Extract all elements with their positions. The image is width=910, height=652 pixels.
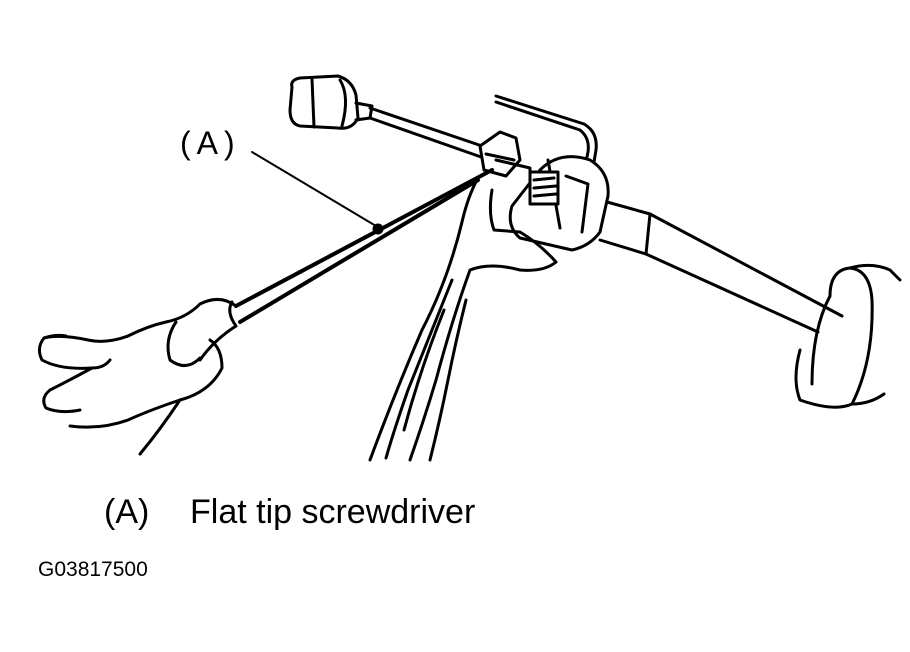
connector-plug (288, 74, 374, 130)
legend-key: (A) (104, 493, 150, 531)
disc (794, 263, 902, 409)
connector-housing (508, 155, 610, 252)
harness-bundle (368, 176, 558, 462)
screwdriver (228, 168, 494, 328)
legend: (A) Flat tip screwdriver (104, 490, 475, 534)
terminal (478, 130, 532, 192)
callout-leader-line (251, 151, 377, 227)
figure-id: G03817500 (38, 558, 148, 581)
wire (368, 106, 490, 160)
legend-description: Flat tip screwdriver (190, 493, 476, 531)
shaft (598, 198, 844, 334)
hand-holding-screwdriver (37, 298, 238, 456)
callout-label-a: (A) (180, 125, 241, 161)
bent-wire (494, 94, 598, 164)
screwdriver-illustration: (A) (37, 74, 902, 462)
